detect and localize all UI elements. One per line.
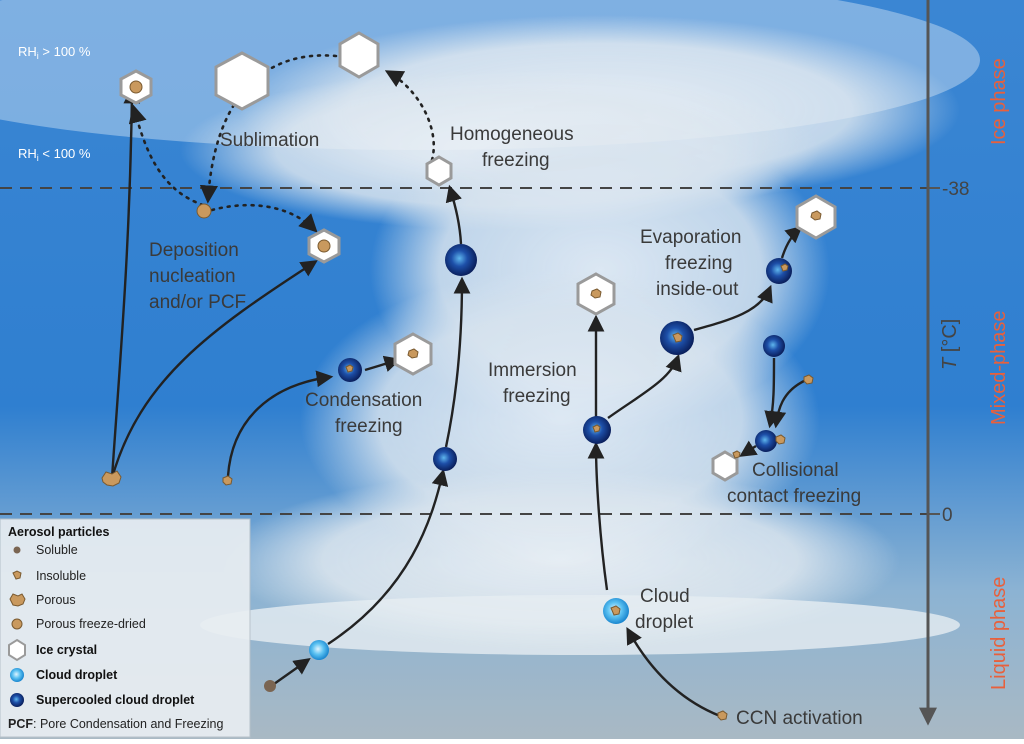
- rh-above-label: RHi > 100 %: [18, 44, 91, 61]
- ice-crystal-top: [338, 31, 380, 79]
- legend-supercooled: Supercooled cloud droplet: [36, 693, 195, 707]
- axis-label: T [°C]: [939, 319, 961, 370]
- tick-minus38: -38: [942, 179, 969, 200]
- tick-zero: 0: [942, 505, 953, 526]
- label-homogeneous-2: freezing: [482, 150, 550, 171]
- free-aerosols: [101, 374, 814, 721]
- label-collisional-2: contact freezing: [727, 486, 861, 507]
- legend: Aerosol particles Soluble Insoluble Poro…: [0, 518, 251, 738]
- label-ccn: CCN activation: [736, 708, 863, 729]
- aerosol-inclusions: [129, 80, 822, 359]
- label-deposition-1: Deposition: [149, 240, 239, 261]
- ice-crystal-homogeneous: [425, 155, 453, 187]
- ice-crystal-large: [214, 51, 270, 111]
- label-evaporation-1: Evaporation: [640, 227, 741, 248]
- porous-particle: [101, 470, 122, 487]
- legend-title: Aerosol particles: [8, 525, 109, 539]
- supercooled-droplet-h: [755, 430, 777, 452]
- label-sublimation: Sublimation: [220, 130, 319, 151]
- dotted-arrows: [128, 54, 435, 233]
- legend-porous: Porous: [36, 593, 76, 607]
- legend-soluble: Soluble: [36, 543, 78, 557]
- label-cloud-1: Cloud: [640, 586, 690, 607]
- phase-ice: Ice phase: [988, 58, 1010, 145]
- soluble-particle: [264, 680, 276, 692]
- label-collisional-1: Collisional: [752, 460, 839, 481]
- legend-porous-fd-icon: [11, 618, 23, 630]
- supercooled-droplet-a: [445, 244, 477, 276]
- label-cloud-2: droplet: [635, 612, 694, 633]
- label-condensation-2: freezing: [335, 416, 403, 437]
- supercooled-droplet-g: [763, 335, 785, 357]
- legend-porous-fd: Porous freeze-dried: [36, 617, 146, 631]
- phase-liquid: Liquid phase: [988, 577, 1010, 690]
- legend-insoluble: Insoluble: [36, 569, 86, 583]
- legend-porous-icon: [9, 593, 26, 607]
- label-immersion-2: freezing: [503, 386, 571, 407]
- insoluble-particle-ccn: [717, 710, 728, 721]
- legend-insoluble-icon: [12, 570, 22, 580]
- insoluble-particle-a: [222, 475, 233, 486]
- label-evaporation-3: inside-out: [656, 279, 739, 300]
- legend-box: [0, 518, 251, 738]
- legend-pcf: PCF: Pore Condensation and Freezing: [8, 717, 223, 731]
- legend-supercooled-icon: [10, 693, 24, 707]
- legend-ice: Ice crystal: [36, 643, 97, 657]
- insoluble-particle-d: [732, 450, 741, 459]
- label-homogeneous-1: Homogeneous: [450, 124, 574, 145]
- rh-below-label: RHi < 100 %: [18, 146, 91, 163]
- process-arrows: [110, 86, 805, 718]
- legend-cloud: Cloud droplet: [36, 668, 118, 682]
- label-deposition-3: and/or PCF: [149, 292, 246, 313]
- legend-ice-icon: [8, 638, 26, 662]
- ice-crystal-collisional: [711, 450, 739, 482]
- label-immersion-1: Immersion: [488, 360, 577, 381]
- label-condensation-1: Condensation: [305, 390, 422, 411]
- insoluble-particle-b: [803, 374, 814, 385]
- phase-mixed: Mixed-phase: [988, 310, 1010, 425]
- label-evaporation-2: freezing: [665, 253, 733, 274]
- label-deposition-2: nucleation: [149, 266, 236, 287]
- supercooled-droplet-f: [766, 258, 792, 284]
- supercooled-droplet-c: [433, 447, 457, 471]
- legend-soluble-icon: [13, 546, 21, 554]
- cloud-droplet-a: [309, 640, 329, 660]
- insoluble-particle-c: [775, 434, 786, 445]
- legend-cloud-icon: [10, 668, 24, 682]
